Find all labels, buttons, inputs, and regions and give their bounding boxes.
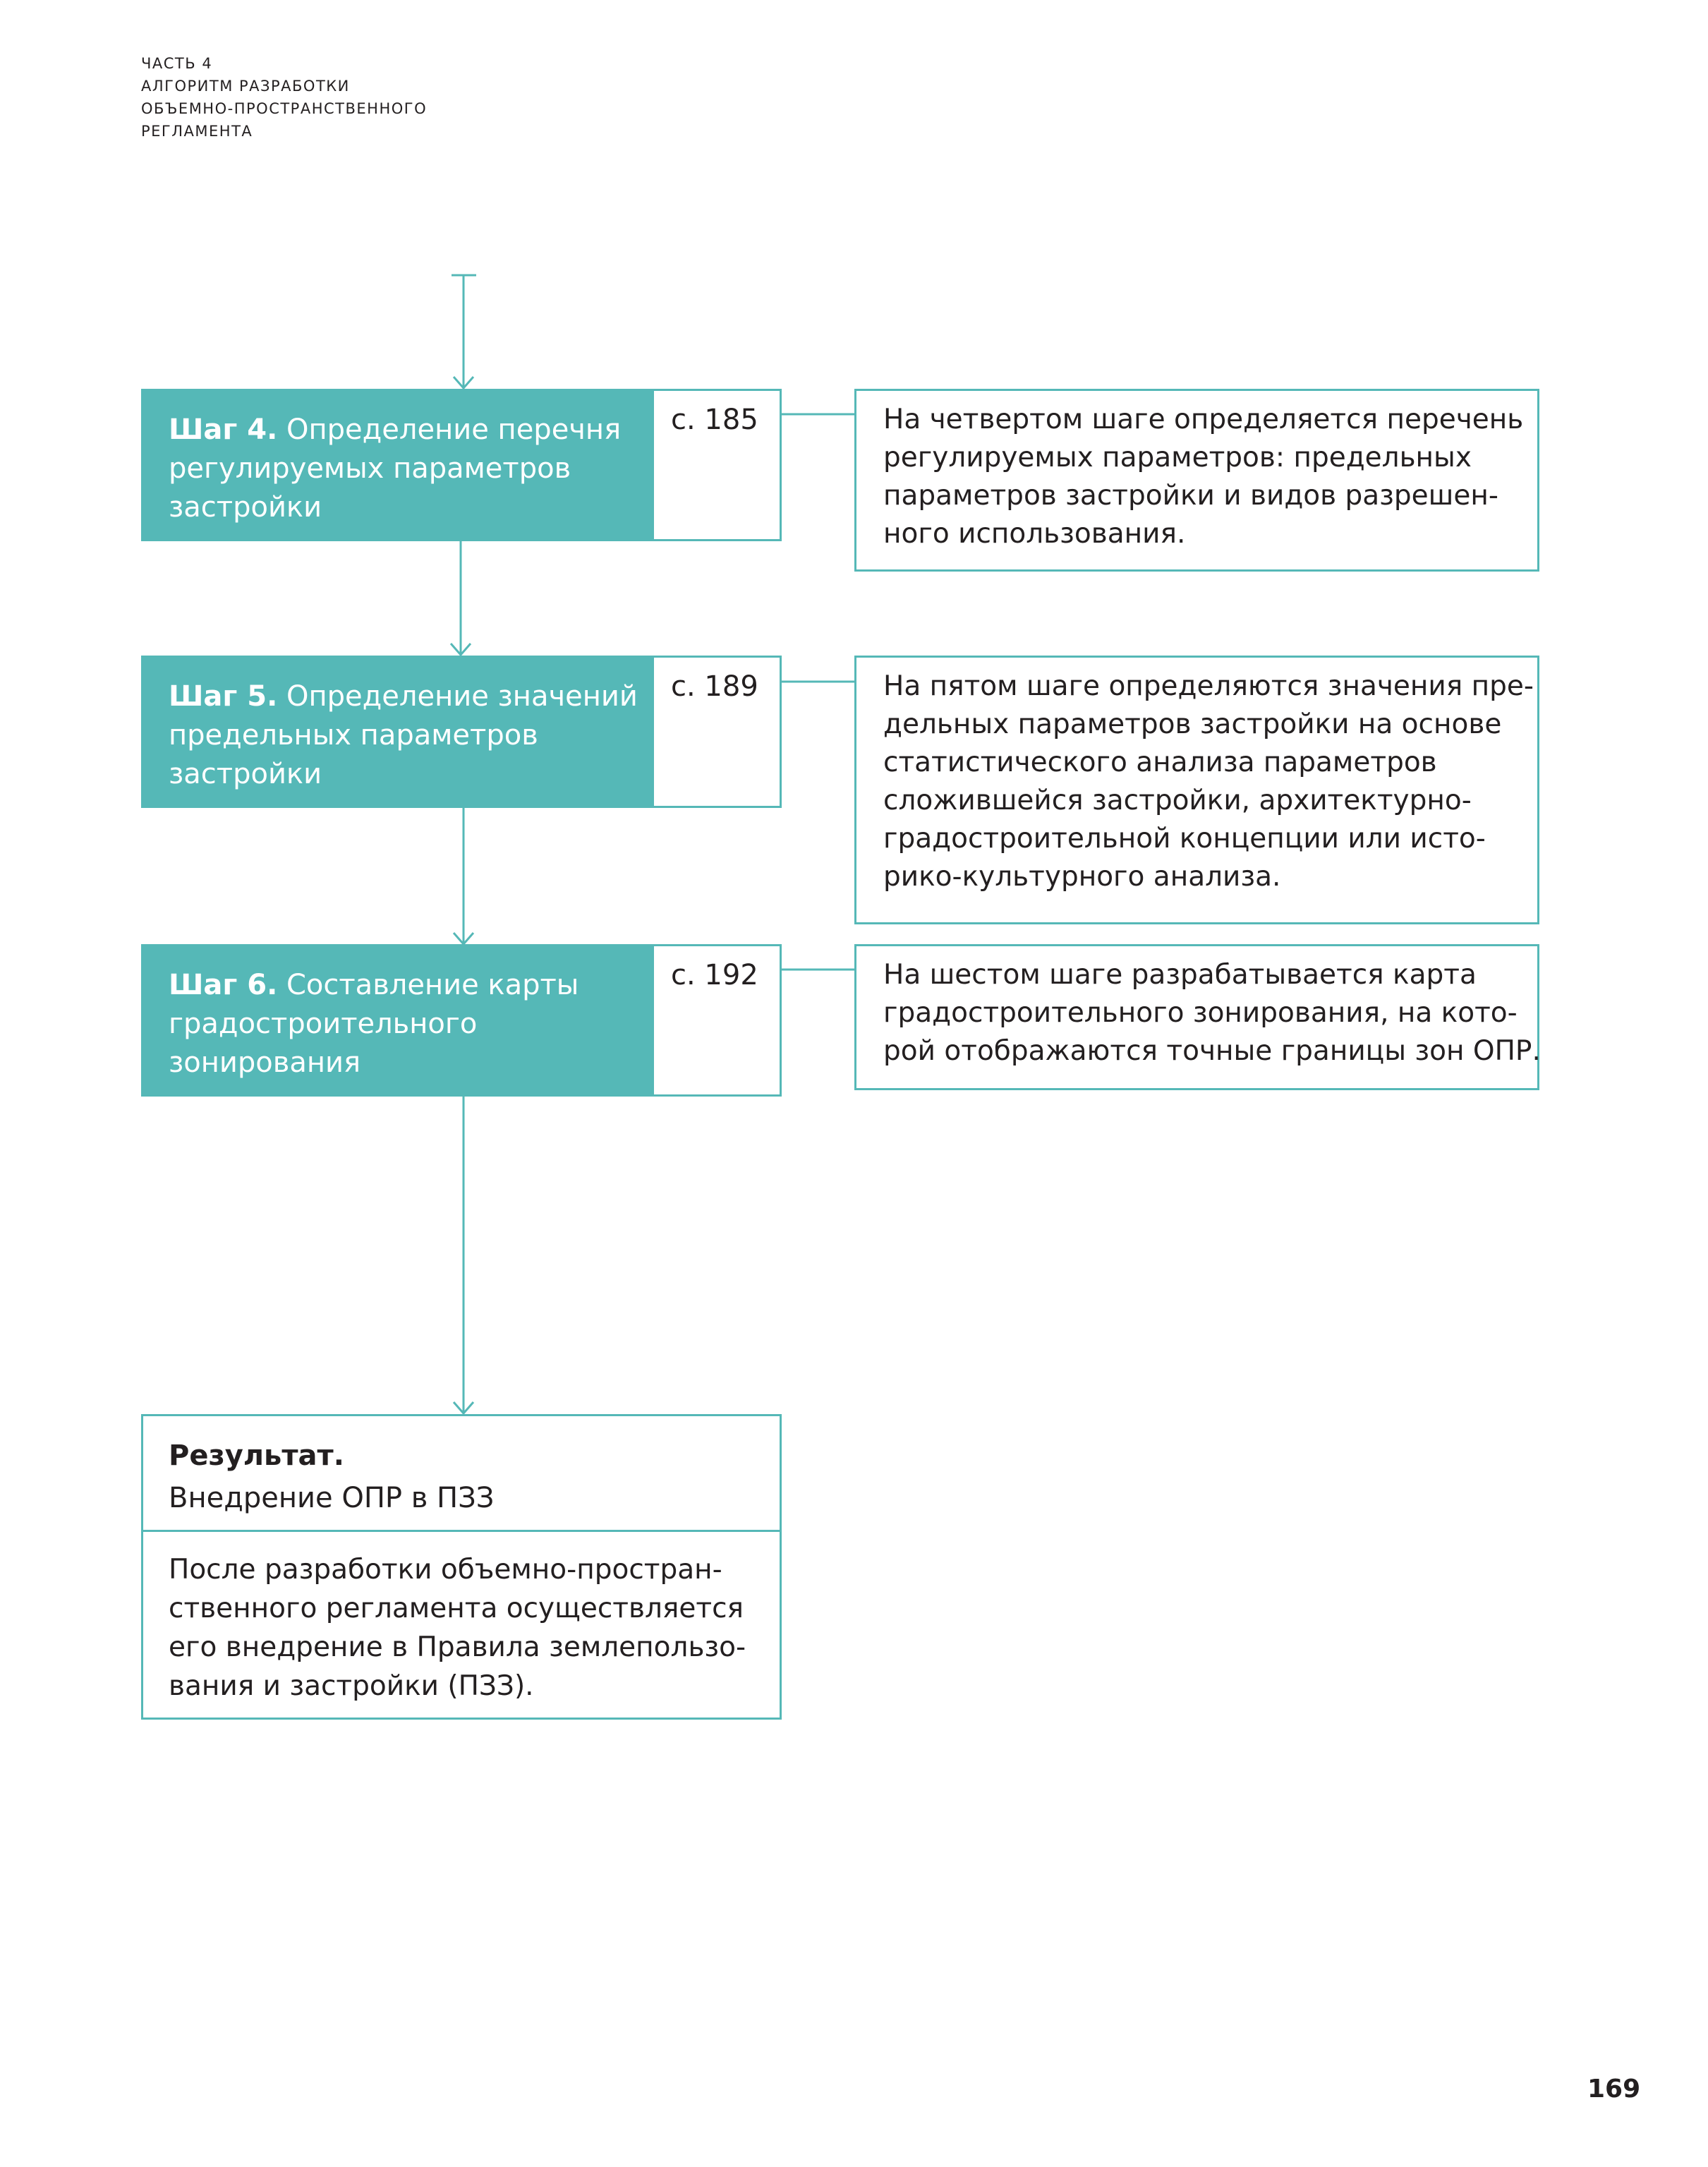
arrow-head-icon	[449, 643, 472, 657]
result-title: Результат.	[169, 1439, 344, 1472]
step-label: Шаг 6.	[169, 969, 278, 1001]
arrow-head-icon	[452, 376, 475, 390]
header-line: ЧАСТЬ 4	[141, 55, 213, 72]
step-5-box: Шаг 5. Определение значений предельных п…	[141, 656, 782, 808]
result-box: Результат. Внедрение ОПР в ПЗЗ После раз…	[141, 1414, 782, 1720]
result-body-line: После разработки объемно-простран-	[169, 1554, 722, 1586]
step-title-line: Составление карты	[286, 969, 579, 1001]
description-line: параметров застройки и видов разрешен-	[883, 480, 1498, 512]
running-header: ЧАСТЬ 4 АЛГОРИТМ РАЗРАБОТКИ ОБЪЕМНО-ПРОС…	[141, 52, 427, 143]
description-line: На шестом шаге разрабатывается карта	[883, 959, 1477, 991]
step-title-line: Определение перечня	[286, 414, 622, 446]
step-4-description: На четвертом шаге определяется перечень …	[854, 389, 1539, 572]
step-title-line: предельных параметров	[169, 719, 538, 751]
step-label: Шаг 5.	[169, 680, 278, 713]
step-label: Шаг 4.	[169, 414, 278, 446]
description-line: дельных параметров застройки на основе	[883, 708, 1502, 740]
description-line: статистического анализа параметров	[883, 747, 1437, 778]
page-number: 169	[1587, 2075, 1641, 2103]
description-line: рой отображаются точные границы зон ОПР.	[883, 1035, 1541, 1067]
description-line: градостроительного зонирования, на кото-	[883, 997, 1518, 1029]
result-body-line: его внедрение в Правила землепользо-	[169, 1631, 746, 1663]
step-6-title-panel: Шаг 6. Составление карты градостроительн…	[143, 946, 654, 1094]
step-title-line: регулируемых параметров	[169, 452, 571, 485]
result-subtitle: Внедрение ОПР в ПЗЗ	[169, 1482, 495, 1514]
arrow-head-icon	[452, 1401, 475, 1416]
step-page-reference: с. 189	[671, 670, 758, 703]
header-line: РЕГЛАМЕНТА	[141, 123, 253, 140]
description-line: На пятом шаге определяются значения пре-	[883, 670, 1534, 702]
description-line: градостроительной концепции или исто-	[883, 823, 1486, 855]
result-body-line: вания и застройки (ПЗЗ).	[169, 1670, 534, 1702]
step-5-description: На пятом шаге определяются значения пре-…	[854, 656, 1539, 924]
step-page-reference: с. 192	[671, 959, 758, 991]
step-title-line: зонирования	[169, 1046, 361, 1079]
step-4-title-panel: Шаг 4. Определение перечня регулируемых …	[143, 391, 654, 539]
description-line: рико-культурного анализа.	[883, 861, 1281, 893]
result-body: После разработки объемно-простран- ствен…	[143, 1532, 780, 1706]
description-line: ного использования.	[883, 518, 1186, 550]
result-body-line: ственного регламента осуществляется	[169, 1593, 744, 1624]
step-title-line: градостроительного	[169, 1008, 478, 1040]
step-5-title-panel: Шаг 5. Определение значений предельных п…	[143, 658, 654, 806]
step-6-description: На шестом шаге разрабатывается карта гра…	[854, 944, 1541, 1090]
step-page-reference: с. 185	[671, 404, 758, 436]
header-line: ОБЪЕМНО-ПРОСТРАНСТВЕННОГО	[141, 100, 428, 117]
step-6-box: Шаг 6. Составление карты градостроительн…	[141, 944, 782, 1097]
description-line: сложившейся застройки, архитектурно-	[883, 785, 1472, 816]
step-title-line: застройки	[169, 491, 322, 524]
result-header: Результат. Внедрение ОПР в ПЗЗ	[143, 1416, 780, 1532]
step-4-box: Шаг 4. Определение перечня регулируемых …	[141, 389, 782, 541]
description-line: регулируемых параметров: предельных	[883, 442, 1472, 473]
step-title-line: Определение значений	[286, 680, 638, 713]
header-line: АЛГОРИТМ РАЗРАБОТКИ	[141, 78, 350, 95]
step-title-line: застройки	[169, 758, 322, 790]
description-line: На четвертом шаге определяется перечень	[883, 404, 1524, 435]
